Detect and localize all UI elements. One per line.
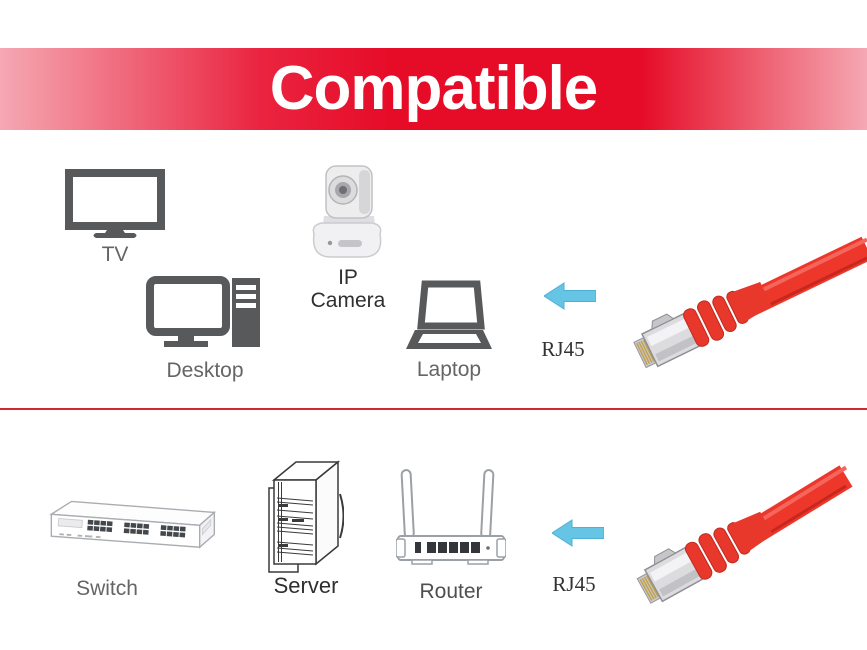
ip-camera-label: IP Camera — [310, 266, 386, 313]
router-label: Router — [419, 580, 483, 603]
ip-camera-icon — [312, 165, 382, 258]
desktop-icon — [146, 276, 260, 347]
desktop-label: Desktop — [166, 359, 244, 382]
tv-icon — [65, 169, 165, 238]
server-icon — [268, 460, 344, 573]
red-ethernet-cable-image — [633, 236, 867, 369]
laptop-label: Laptop — [416, 358, 482, 381]
server-label: Server — [273, 573, 339, 598]
banner: Compatible — [0, 48, 867, 130]
left-arrow-icon — [552, 519, 604, 547]
section-divider — [0, 408, 867, 410]
laptop-icon — [406, 280, 492, 349]
switch-label: Switch — [76, 577, 138, 600]
left-arrow-icon — [544, 282, 596, 310]
tv-label: TV — [101, 243, 129, 266]
banner-title: Compatible — [269, 54, 599, 123]
red-ethernet-cable-image — [636, 465, 853, 604]
switch-icon — [49, 500, 217, 549]
router-icon — [396, 469, 506, 565]
rj45-label-top: RJ45 — [541, 337, 585, 361]
rj45-label-bottom: RJ45 — [552, 572, 596, 596]
